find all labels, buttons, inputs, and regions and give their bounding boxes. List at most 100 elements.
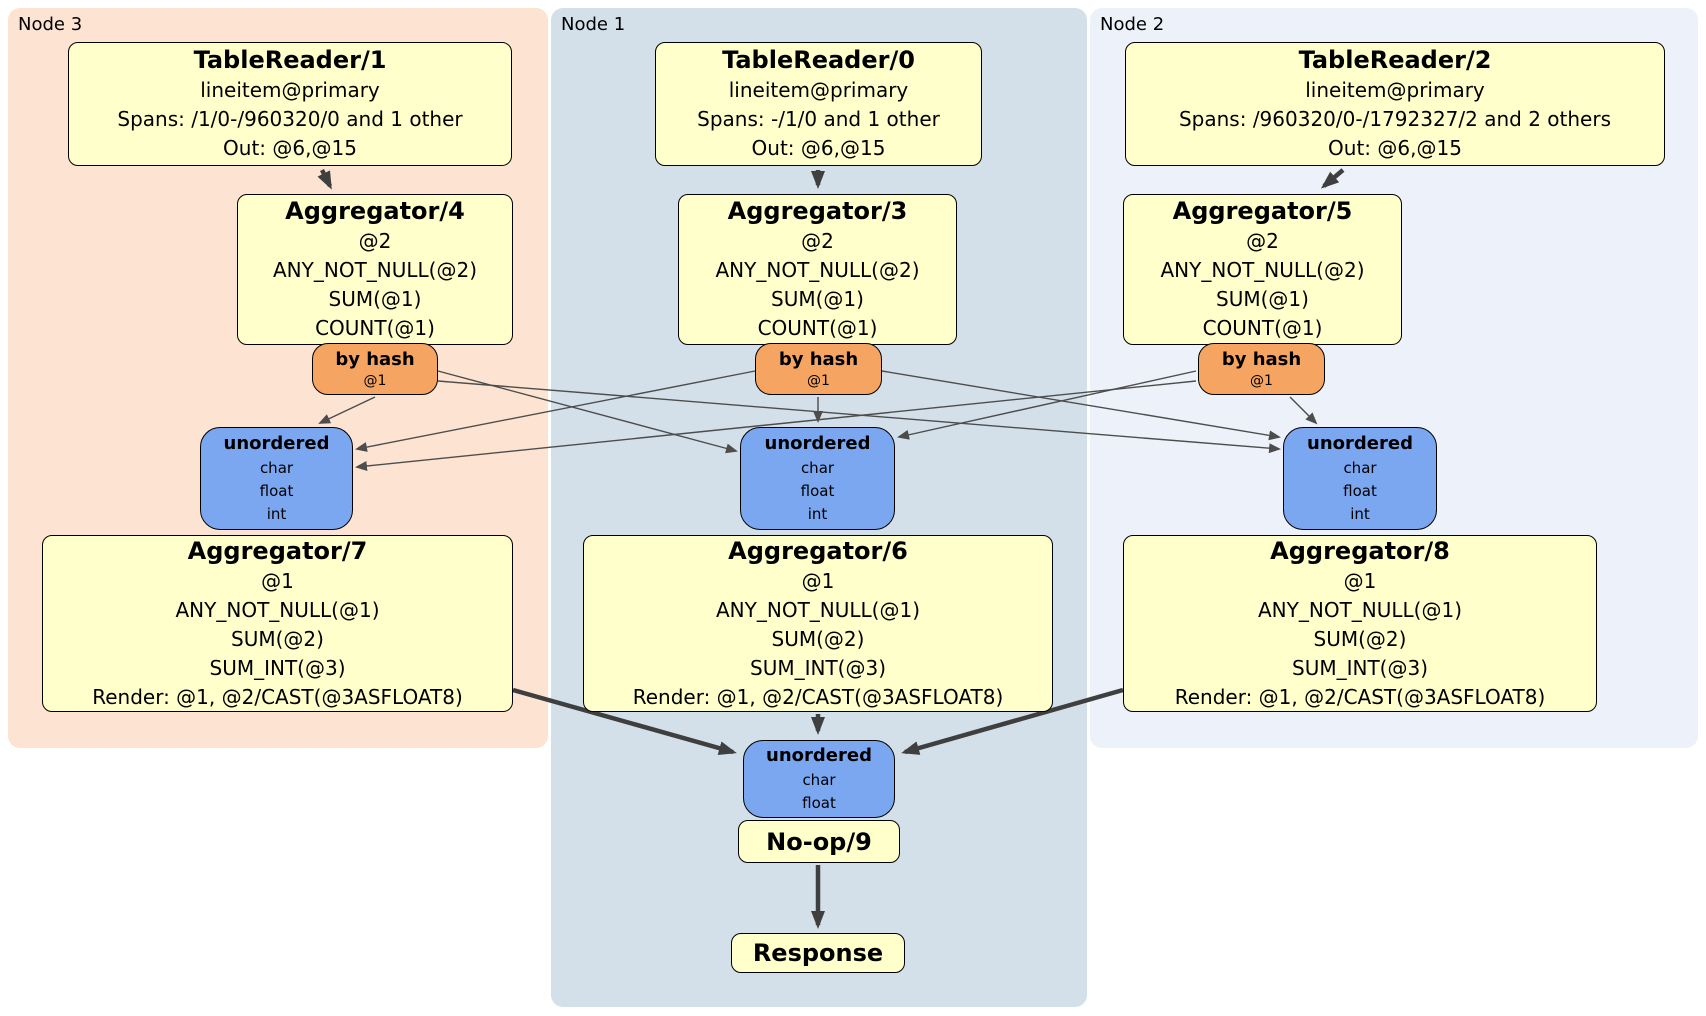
processor-agg-fn: ANY_NOT_NULL(@1) xyxy=(716,597,920,622)
processor-title: Aggregator/3 xyxy=(727,197,908,225)
edge-hash2-sync1 xyxy=(897,370,1197,440)
sync-unordered-final: unordered char float xyxy=(743,740,895,818)
response-title: Response xyxy=(752,939,884,967)
processor-aggregator-8: Aggregator/8 @1 ANY_NOT_NULL(@1) SUM(@2)… xyxy=(1123,535,1597,712)
processor-agg-fn: SUM_INT(@3) xyxy=(1292,655,1428,680)
router-by-hash-node2: by hash @1 xyxy=(1198,343,1325,395)
router-title: by hash xyxy=(335,349,415,370)
processor-groupcol: @1 xyxy=(261,568,294,593)
sync-title: unordered xyxy=(223,433,330,454)
sync-type: int xyxy=(266,505,287,523)
sync-type: char xyxy=(1343,459,1377,477)
sync-title: unordered xyxy=(766,745,872,766)
processor-agg-fn: SUM(@2) xyxy=(231,626,324,651)
processor-agg-fn: SUM(@1) xyxy=(771,287,864,311)
processor-aggregator-4: Aggregator/4 @2 ANY_NOT_NULL(@2) SUM(@1)… xyxy=(237,194,513,345)
processor-agg-fn: SUM(@1) xyxy=(328,287,422,311)
processor-index: lineitem@primary xyxy=(1305,78,1485,102)
processor-tablereader-0: TableReader/0 lineitem@primary Spans: -/… xyxy=(655,42,982,166)
processor-noop-9: No-op/9 xyxy=(738,820,900,863)
sync-type: char xyxy=(259,459,294,477)
edge-hash1-sync3 xyxy=(355,370,756,452)
processor-title: Aggregator/8 xyxy=(1270,536,1450,565)
processor-agg-fn: SUM_INT(@3) xyxy=(750,655,886,680)
processor-index: lineitem@primary xyxy=(200,78,380,102)
edge-tr1-agg4 xyxy=(317,168,333,190)
processor-out: Out: @6,@15 xyxy=(1328,136,1462,160)
router-title: by hash xyxy=(778,349,859,370)
processor-spans: Spans: /960320/0-/1792327/2 and 2 others xyxy=(1178,107,1611,131)
sync-type: float xyxy=(1343,482,1377,500)
processor-render: Render: @1, @2/CAST(@3ASFLOAT8) xyxy=(632,684,1004,709)
sync-type: float xyxy=(259,482,294,500)
processor-render: Render: @1, @2/CAST(@3ASFLOAT8) xyxy=(1174,684,1546,709)
processor-aggregator-3: Aggregator/3 @2 ANY_NOT_NULL(@2) SUM(@1)… xyxy=(678,194,957,345)
processor-groupcol: @1 xyxy=(1343,568,1377,593)
processor-agg-fn: COUNT(@1) xyxy=(1202,316,1323,340)
sync-type: float xyxy=(802,794,836,812)
sync-type: int xyxy=(1350,505,1370,523)
processor-spans: Spans: /1/0-/960320/0 and 1 other xyxy=(117,107,463,131)
processor-agg-fn: SUM(@1) xyxy=(1216,287,1309,311)
edge-hash3-sync3 xyxy=(318,396,376,424)
edge-agg8-syncfinal xyxy=(901,687,1124,755)
sync-type: char xyxy=(800,459,835,477)
processor-groupcol: @2 xyxy=(1246,229,1279,253)
region-node2-label: Node 2 xyxy=(1100,14,1165,35)
processor-agg-fn: SUM_INT(@3) xyxy=(209,655,346,680)
sync-unordered-node2: unordered char float int xyxy=(1283,427,1437,530)
processor-agg-fn: COUNT(@1) xyxy=(757,316,878,340)
processor-agg-fn: ANY_NOT_NULL(@2) xyxy=(273,258,477,282)
router-column: @1 xyxy=(363,373,387,389)
router-by-hash-node1: by hash @1 xyxy=(755,343,882,395)
processor-title: Aggregator/6 xyxy=(728,536,908,565)
edge-hash2-sync2 xyxy=(1289,396,1318,425)
processor-title: TableReader/2 xyxy=(1298,46,1492,74)
sync-unordered-node3: unordered char float int xyxy=(200,427,353,530)
processor-title: Aggregator/4 xyxy=(285,197,465,225)
processor-title: Aggregator/7 xyxy=(187,536,368,565)
edge-hash2-sync3 xyxy=(355,380,1197,471)
processor-agg-fn: COUNT(@1) xyxy=(315,316,435,340)
edge-tr2-agg5 xyxy=(1320,168,1345,189)
processor-aggregator-5: Aggregator/5 @2 ANY_NOT_NULL(@2) SUM(@1)… xyxy=(1123,194,1402,345)
response-box: Response xyxy=(731,933,905,973)
router-title: by hash xyxy=(1221,349,1302,370)
processor-out: Out: @6,@15 xyxy=(751,136,886,160)
router-column: @1 xyxy=(1250,373,1273,389)
sync-title: unordered xyxy=(764,433,871,454)
processor-index: lineitem@primary xyxy=(728,78,909,102)
processor-agg-fn: ANY_NOT_NULL(@2) xyxy=(1160,258,1365,282)
processor-spans: Spans: -/1/0 and 1 other xyxy=(697,107,940,131)
processor-aggregator-7: Aggregator/7 @1 ANY_NOT_NULL(@1) SUM(@2)… xyxy=(42,535,513,712)
processor-title: No-op/9 xyxy=(766,827,872,856)
sync-unordered-node1: unordered char float int xyxy=(740,427,895,530)
region-node3-label: Node 3 xyxy=(18,14,83,35)
processor-tablereader-2: TableReader/2 lineitem@primary Spans: /9… xyxy=(1125,42,1665,166)
processor-out: Out: @6,@15 xyxy=(223,136,357,160)
processor-groupcol: @1 xyxy=(801,568,835,593)
processor-tablereader-1: TableReader/1 lineitem@primary Spans: /1… xyxy=(68,42,512,166)
sync-type: char xyxy=(802,771,836,789)
processor-groupcol: @2 xyxy=(358,229,392,253)
router-column: @1 xyxy=(807,373,830,389)
edge-agg7-syncfinal xyxy=(512,687,737,755)
processor-render: Render: @1, @2/CAST(@3ASFLOAT8) xyxy=(92,684,463,709)
processor-aggregator-6: Aggregator/6 @1 ANY_NOT_NULL(@1) SUM(@2)… xyxy=(583,535,1053,712)
processor-agg-fn: SUM(@2) xyxy=(1313,626,1407,651)
region-node1-label: Node 1 xyxy=(561,14,626,35)
processor-title: TableReader/1 xyxy=(193,46,387,74)
edge-hash1-sync2 xyxy=(881,370,1281,441)
processor-agg-fn: SUM(@2) xyxy=(771,626,865,651)
processor-title: TableReader/0 xyxy=(722,46,915,74)
processor-agg-fn: ANY_NOT_NULL(@1) xyxy=(1258,597,1462,622)
sync-type: float xyxy=(800,482,835,500)
processor-agg-fn: ANY_NOT_NULL(@2) xyxy=(715,258,920,282)
sync-title: unordered xyxy=(1307,433,1413,454)
processor-groupcol: @2 xyxy=(801,229,834,253)
router-by-hash-node3: by hash @1 xyxy=(312,343,438,395)
processor-agg-fn: ANY_NOT_NULL(@1) xyxy=(175,597,380,622)
sync-type: int xyxy=(807,505,828,523)
